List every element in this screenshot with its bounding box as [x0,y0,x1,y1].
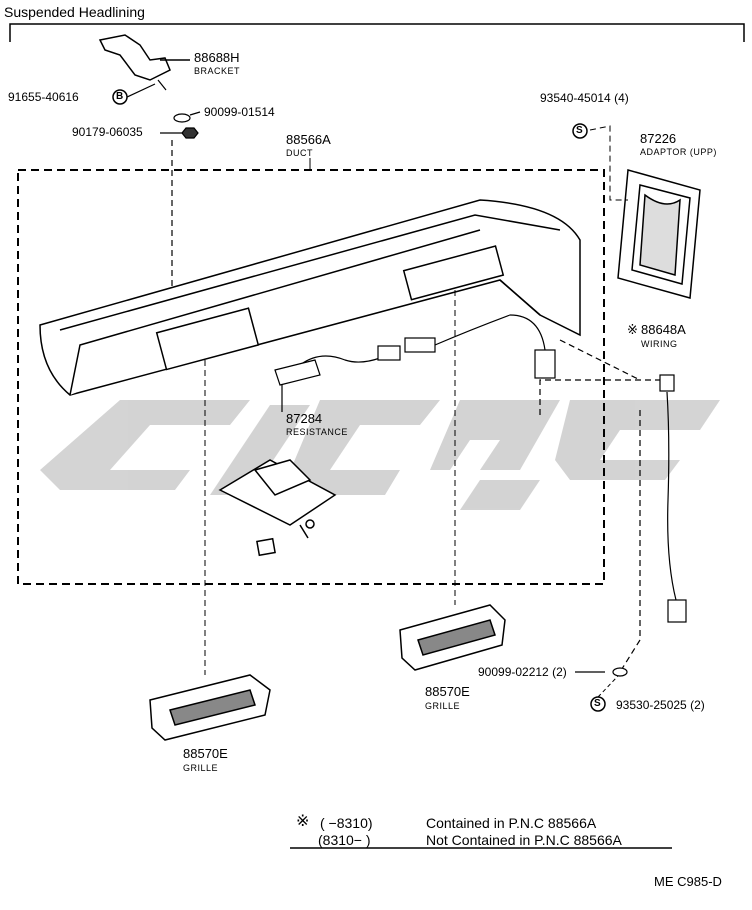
screw-symbol-bottom: S [594,698,601,709]
grille-left-part [149,360,271,741]
wiring-harness [539,339,687,673]
screw-symbol-top: S [576,125,583,136]
screw-top-number: 93540-45014 (4) [540,91,629,105]
duct-body [39,199,581,396]
bolt-number: 91655-40616 [8,90,79,104]
page-title: Suspended Headlining [4,4,145,20]
duct-dashed-box [17,169,605,585]
wiring-mark: ※ [627,322,638,337]
watermark-logo [40,400,720,510]
washer-number: 90099-01514 [204,105,275,119]
adaptor-name: ADAPTOR (UPP) [640,147,717,157]
note-line1-range: ( −8310) [320,815,373,831]
grille-right-number: 88570E [425,684,470,699]
duct-number: 88566A [286,132,331,147]
resistance-name: RESISTANCE [286,427,348,437]
headlining-frame-line [9,23,745,42]
symbol-circles [112,89,606,712]
resistance-number: 87284 [286,411,323,426]
bracket-name: BRACKET [194,66,241,76]
bracket-number: 88688H [194,50,240,65]
figure-code: ME C985-D [654,874,722,889]
screw-bottom-number: 93530-25025 (2) [616,698,705,712]
screw-top-leader [589,125,628,201]
adaptor-number: 87226 [640,131,677,146]
grille-left-name: GRILLE [183,763,219,773]
duct-name: DUCT [286,148,313,158]
grille-right-name: GRILLE [425,701,461,711]
grille-left-number: 88570E [183,746,228,761]
clip-number: 90099-02212 (2) [478,665,567,679]
note-line2-range: (8310− ) [318,832,371,848]
nut-number: 90179-06035 [72,125,143,139]
grille-right-part [399,290,506,671]
duct-wiring [274,314,556,412]
wiring-name: WIRING [641,339,678,349]
note-mark: ※ [296,813,310,830]
note-line2-text: Not Contained in P.N.C 88566A [426,832,622,848]
resistance-plate [218,459,337,557]
bolt-symbol: B [116,91,124,102]
bracket-part [98,34,190,81]
wiring-number: 88648A [641,322,686,337]
adaptor-part [617,169,701,299]
clip-and-screw [575,667,628,677]
note-line1-text: Contained in P.N.C 88566A [426,815,597,831]
screw-bottom-leader [597,675,619,698]
